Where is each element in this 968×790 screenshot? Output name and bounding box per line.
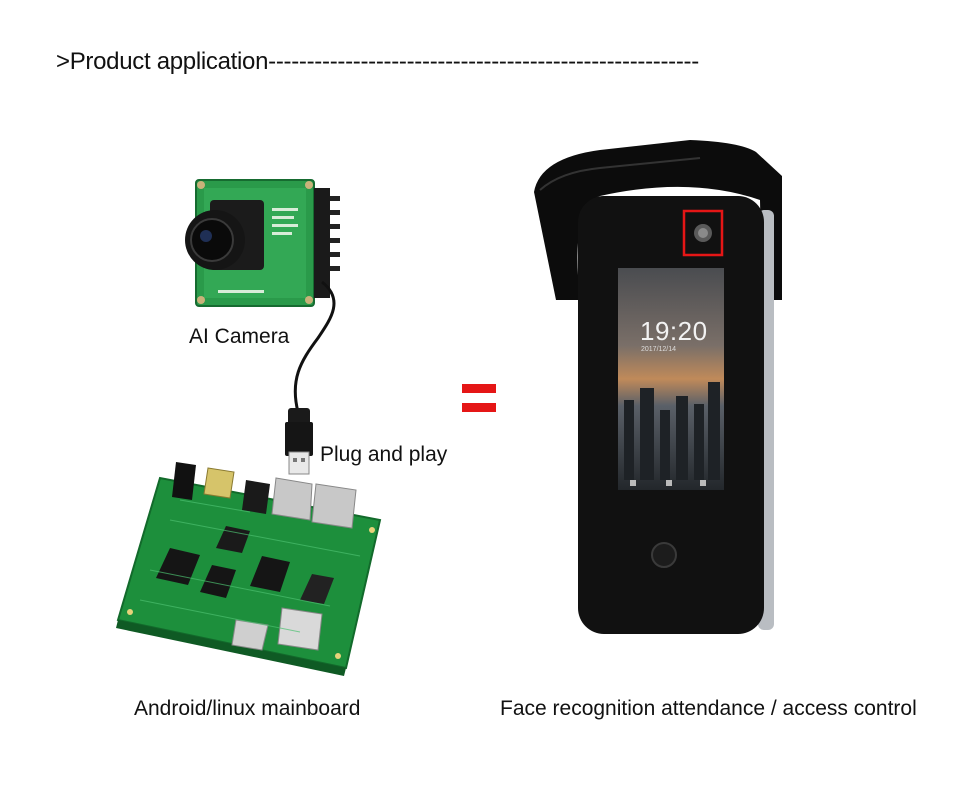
ai-camera-module-icon bbox=[185, 179, 340, 307]
equals-sign-icon bbox=[462, 384, 496, 414]
equals-bar-top bbox=[462, 384, 496, 393]
board-label: Android/linux mainboard bbox=[134, 697, 361, 720]
usb-plug-icon bbox=[285, 408, 313, 475]
usb-cable bbox=[293, 280, 336, 413]
device-label: Face recognition attendance / access con… bbox=[500, 697, 917, 720]
camera-label: AI Camera bbox=[189, 325, 290, 348]
heading-dashes: ----------------------------------------… bbox=[268, 48, 699, 75]
equals-bar-bottom bbox=[462, 403, 496, 412]
screen-date: 2017/12/14 bbox=[641, 346, 677, 353]
heading-title: >Product application bbox=[56, 48, 269, 75]
section-heading: >Product application--------------------… bbox=[56, 48, 699, 76]
face-recognition-terminal-icon bbox=[534, 140, 782, 634]
screen-time: 19:20 bbox=[640, 316, 708, 346]
mainboard-icon bbox=[116, 462, 382, 676]
plug-label: Plug and play bbox=[320, 443, 448, 466]
